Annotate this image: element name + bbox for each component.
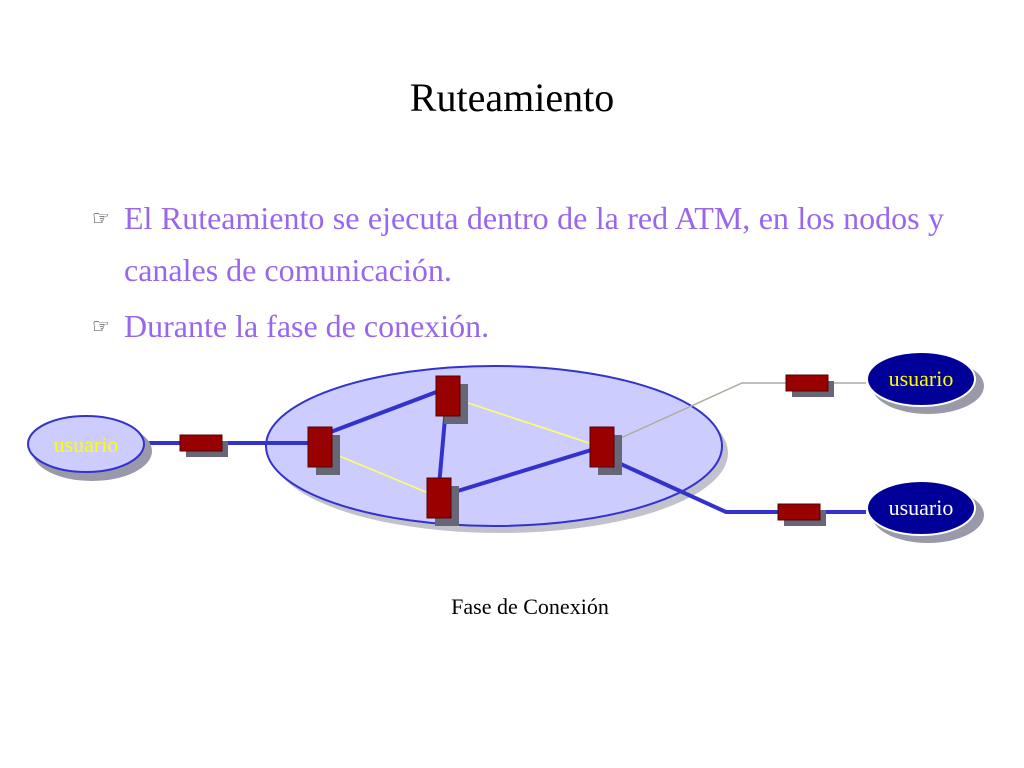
- bullet-item: ☞ Durante la fase de conexión.: [88, 300, 944, 352]
- pointing-hand-icon: ☞: [92, 314, 110, 338]
- switch-node-left: [307, 426, 333, 468]
- user-bottom-right: usuario: [866, 480, 984, 543]
- user-ellipse-top-right: [866, 351, 976, 407]
- user-label-bottom-right: usuario: [889, 495, 954, 520]
- access-device-top-right: [785, 374, 829, 392]
- atm-network-ellipse: [265, 365, 723, 527]
- switch-node-right: [589, 426, 615, 468]
- user-ellipse-left: [27, 415, 145, 473]
- switch-node-top: [435, 375, 461, 417]
- switch-node-bottom: [426, 477, 452, 519]
- user-label-left: usuario: [54, 432, 119, 457]
- bullet-text: Durante la fase de conexión.: [124, 308, 490, 344]
- bullet-item: ☞ El Ruteamiento se ejecuta dentro de la…: [88, 192, 944, 296]
- bullet-text: El Ruteamiento se ejecuta dentro de la r…: [124, 200, 944, 288]
- access-device-left: [179, 434, 223, 452]
- diagram-caption: Fase de Conexión: [451, 594, 609, 619]
- user-left: usuario: [27, 415, 152, 481]
- slide-title: Ruteamiento: [409, 75, 615, 120]
- pointing-hand-icon: ☞: [92, 206, 110, 230]
- user-top-right: usuario: [866, 351, 984, 414]
- switch-nodes: [307, 375, 622, 526]
- access-devices: [179, 374, 834, 526]
- user-label-top-right: usuario: [889, 366, 954, 391]
- access-device-bottom-right: [777, 503, 821, 521]
- user-ellipse-bottom-right: [866, 480, 976, 536]
- bullet-list: ☞ El Ruteamiento se ejecuta dentro de la…: [88, 192, 944, 356]
